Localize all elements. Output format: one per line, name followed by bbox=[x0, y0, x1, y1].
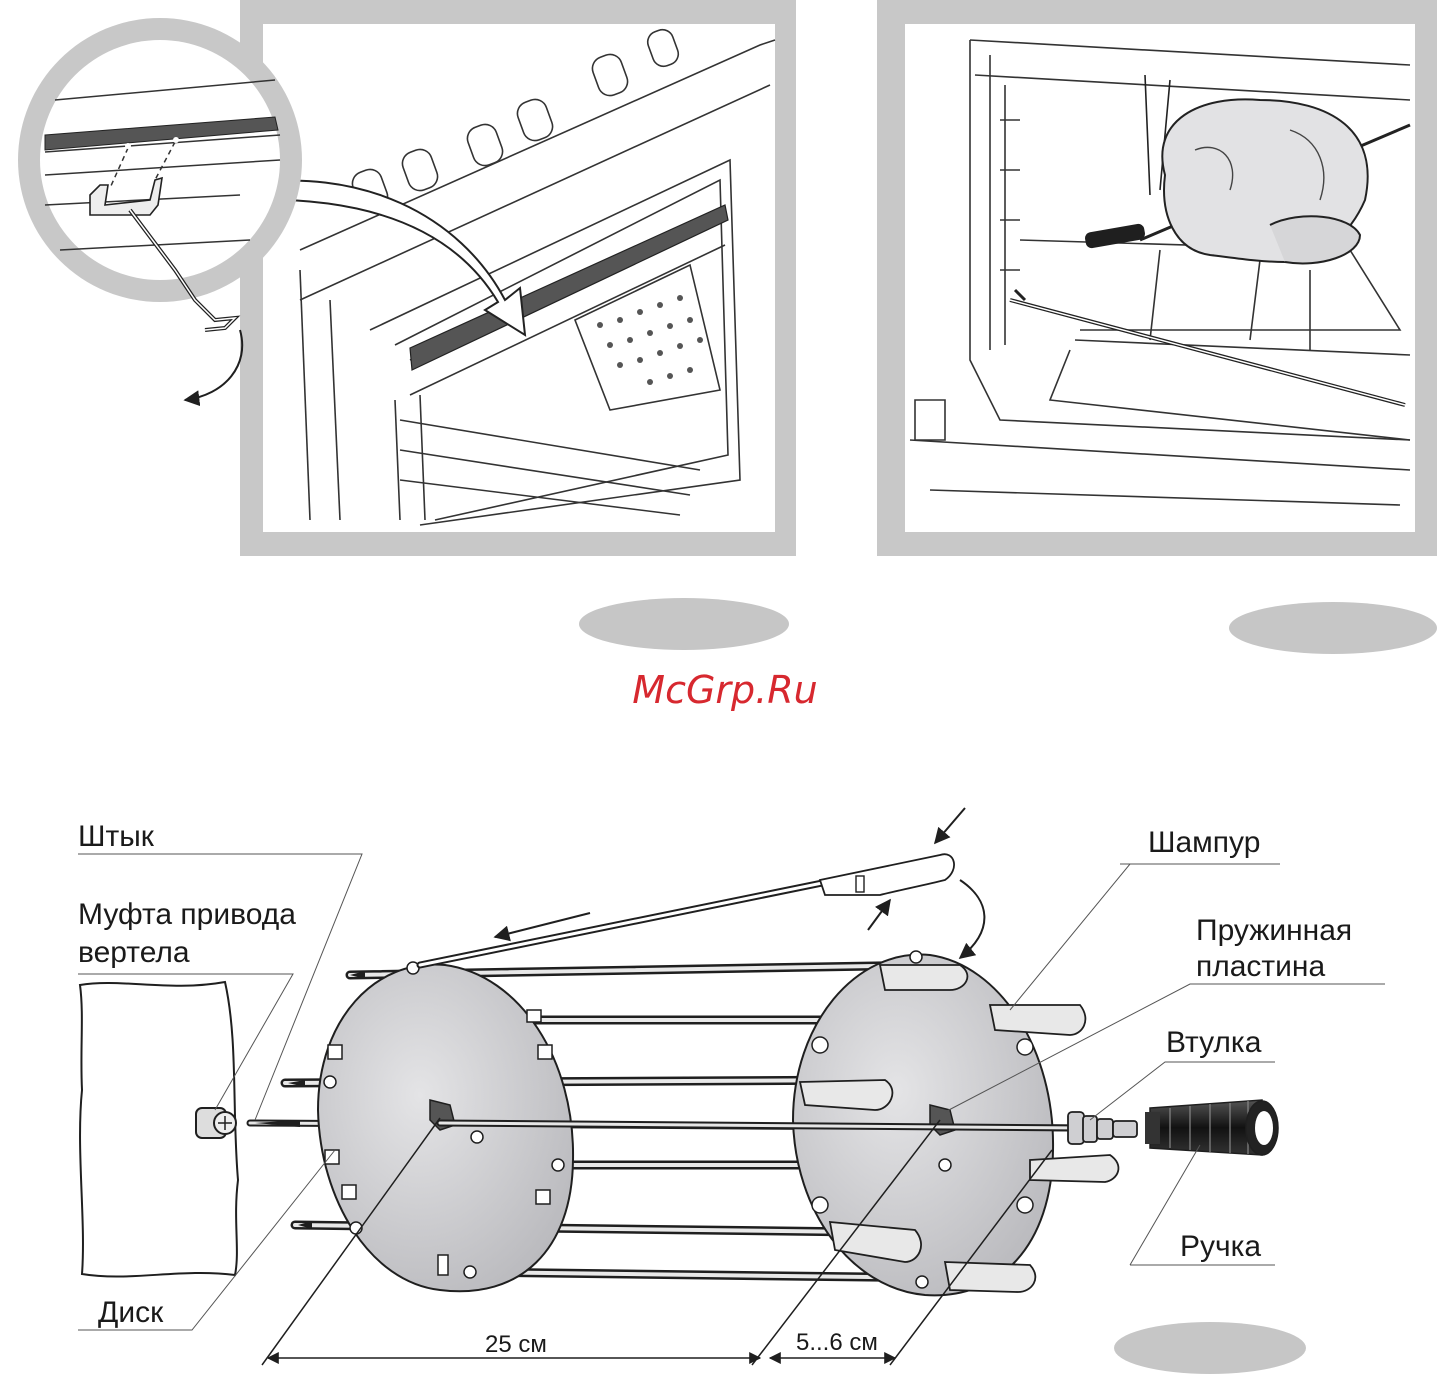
handle bbox=[1145, 1100, 1278, 1155]
label-mufta-line2: вертела bbox=[78, 936, 190, 969]
label-plate-line1: Пружинная bbox=[1196, 914, 1352, 947]
label-plate-line2: пластина bbox=[1196, 950, 1326, 983]
label-disk: Диск bbox=[98, 1296, 164, 1329]
decorative-ellipse bbox=[579, 598, 789, 650]
rotisserie-cage bbox=[78, 808, 1385, 1365]
label-shampur: Шампур bbox=[1148, 826, 1260, 859]
dimension-length: 25 см bbox=[485, 1331, 547, 1358]
label-shtyk: Штык bbox=[78, 820, 155, 853]
label-ruchka: Ручка bbox=[1180, 1230, 1261, 1263]
rotate-arrow bbox=[185, 330, 242, 400]
oven-bracket-panel bbox=[240, 0, 796, 556]
decorative-ellipse bbox=[1114, 1322, 1306, 1374]
bushing bbox=[1068, 1112, 1137, 1144]
decorative-ellipse bbox=[1229, 602, 1437, 654]
label-mufta-line1: Муфта привода bbox=[78, 898, 296, 931]
skewer-being-inserted bbox=[420, 854, 954, 965]
watermark-text: McGrp.Ru bbox=[632, 668, 817, 712]
label-vtulka: Втулка bbox=[1166, 1026, 1262, 1059]
dimension-gap: 5...6 см bbox=[796, 1329, 878, 1356]
oven-chicken-panel bbox=[877, 0, 1437, 556]
